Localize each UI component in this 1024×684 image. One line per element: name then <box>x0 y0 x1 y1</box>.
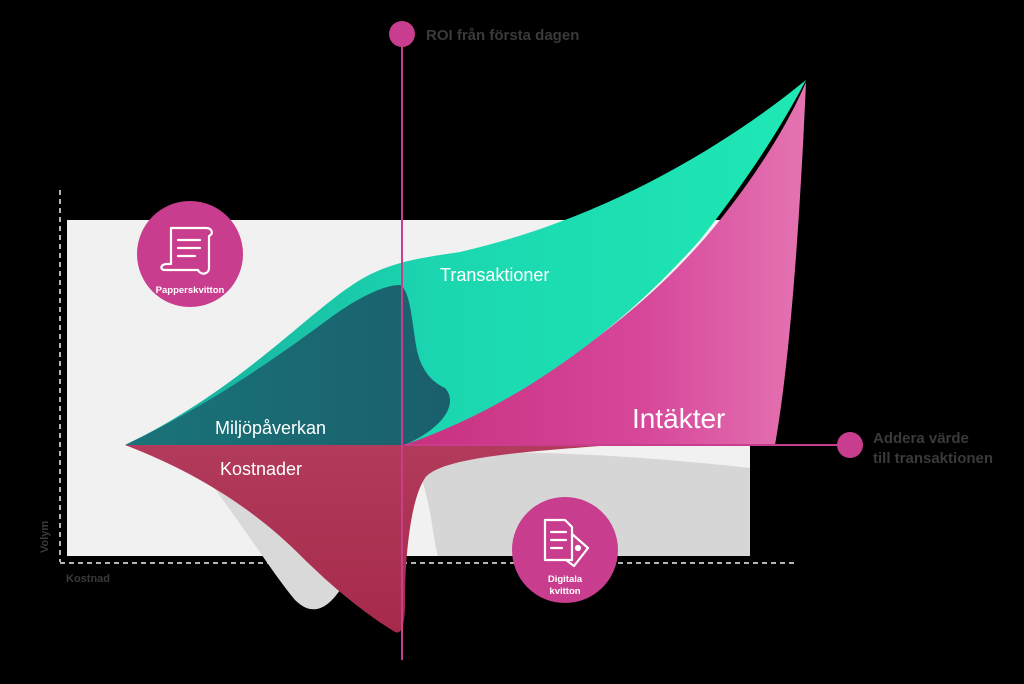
value-callout-line2: till transaktionen <box>873 450 993 467</box>
digital-receipts-badge: Digitala kvitton <box>512 497 618 603</box>
transactions-label: Transaktioner <box>440 265 549 285</box>
paper-receipt-icon <box>160 226 213 275</box>
revenue-label: Intäkter <box>632 403 725 434</box>
paper-receipts-label: Papperskvitton <box>156 285 225 296</box>
x-axis-label: Kostnad <box>66 573 110 585</box>
environment-area <box>125 285 451 445</box>
digital-receipts-label-1: Digitala <box>548 574 583 585</box>
value-callout-line1: Addera värde <box>873 430 969 447</box>
environment-label: Miljöpåverkan <box>215 418 326 438</box>
value-dot <box>837 432 863 458</box>
digital-receipt-icon <box>543 518 590 568</box>
paper-receipts-badge: Papperskvitton <box>137 201 243 307</box>
digital-receipts-label-2: kvitton <box>549 586 580 597</box>
costs-label: Kostnader <box>220 459 302 479</box>
roi-callout: ROI från första dagen <box>426 27 579 44</box>
costs-area <box>125 445 600 633</box>
y-axis-label: Volym <box>39 521 51 553</box>
roi-dot <box>389 21 415 47</box>
revenue-area <box>404 82 806 445</box>
